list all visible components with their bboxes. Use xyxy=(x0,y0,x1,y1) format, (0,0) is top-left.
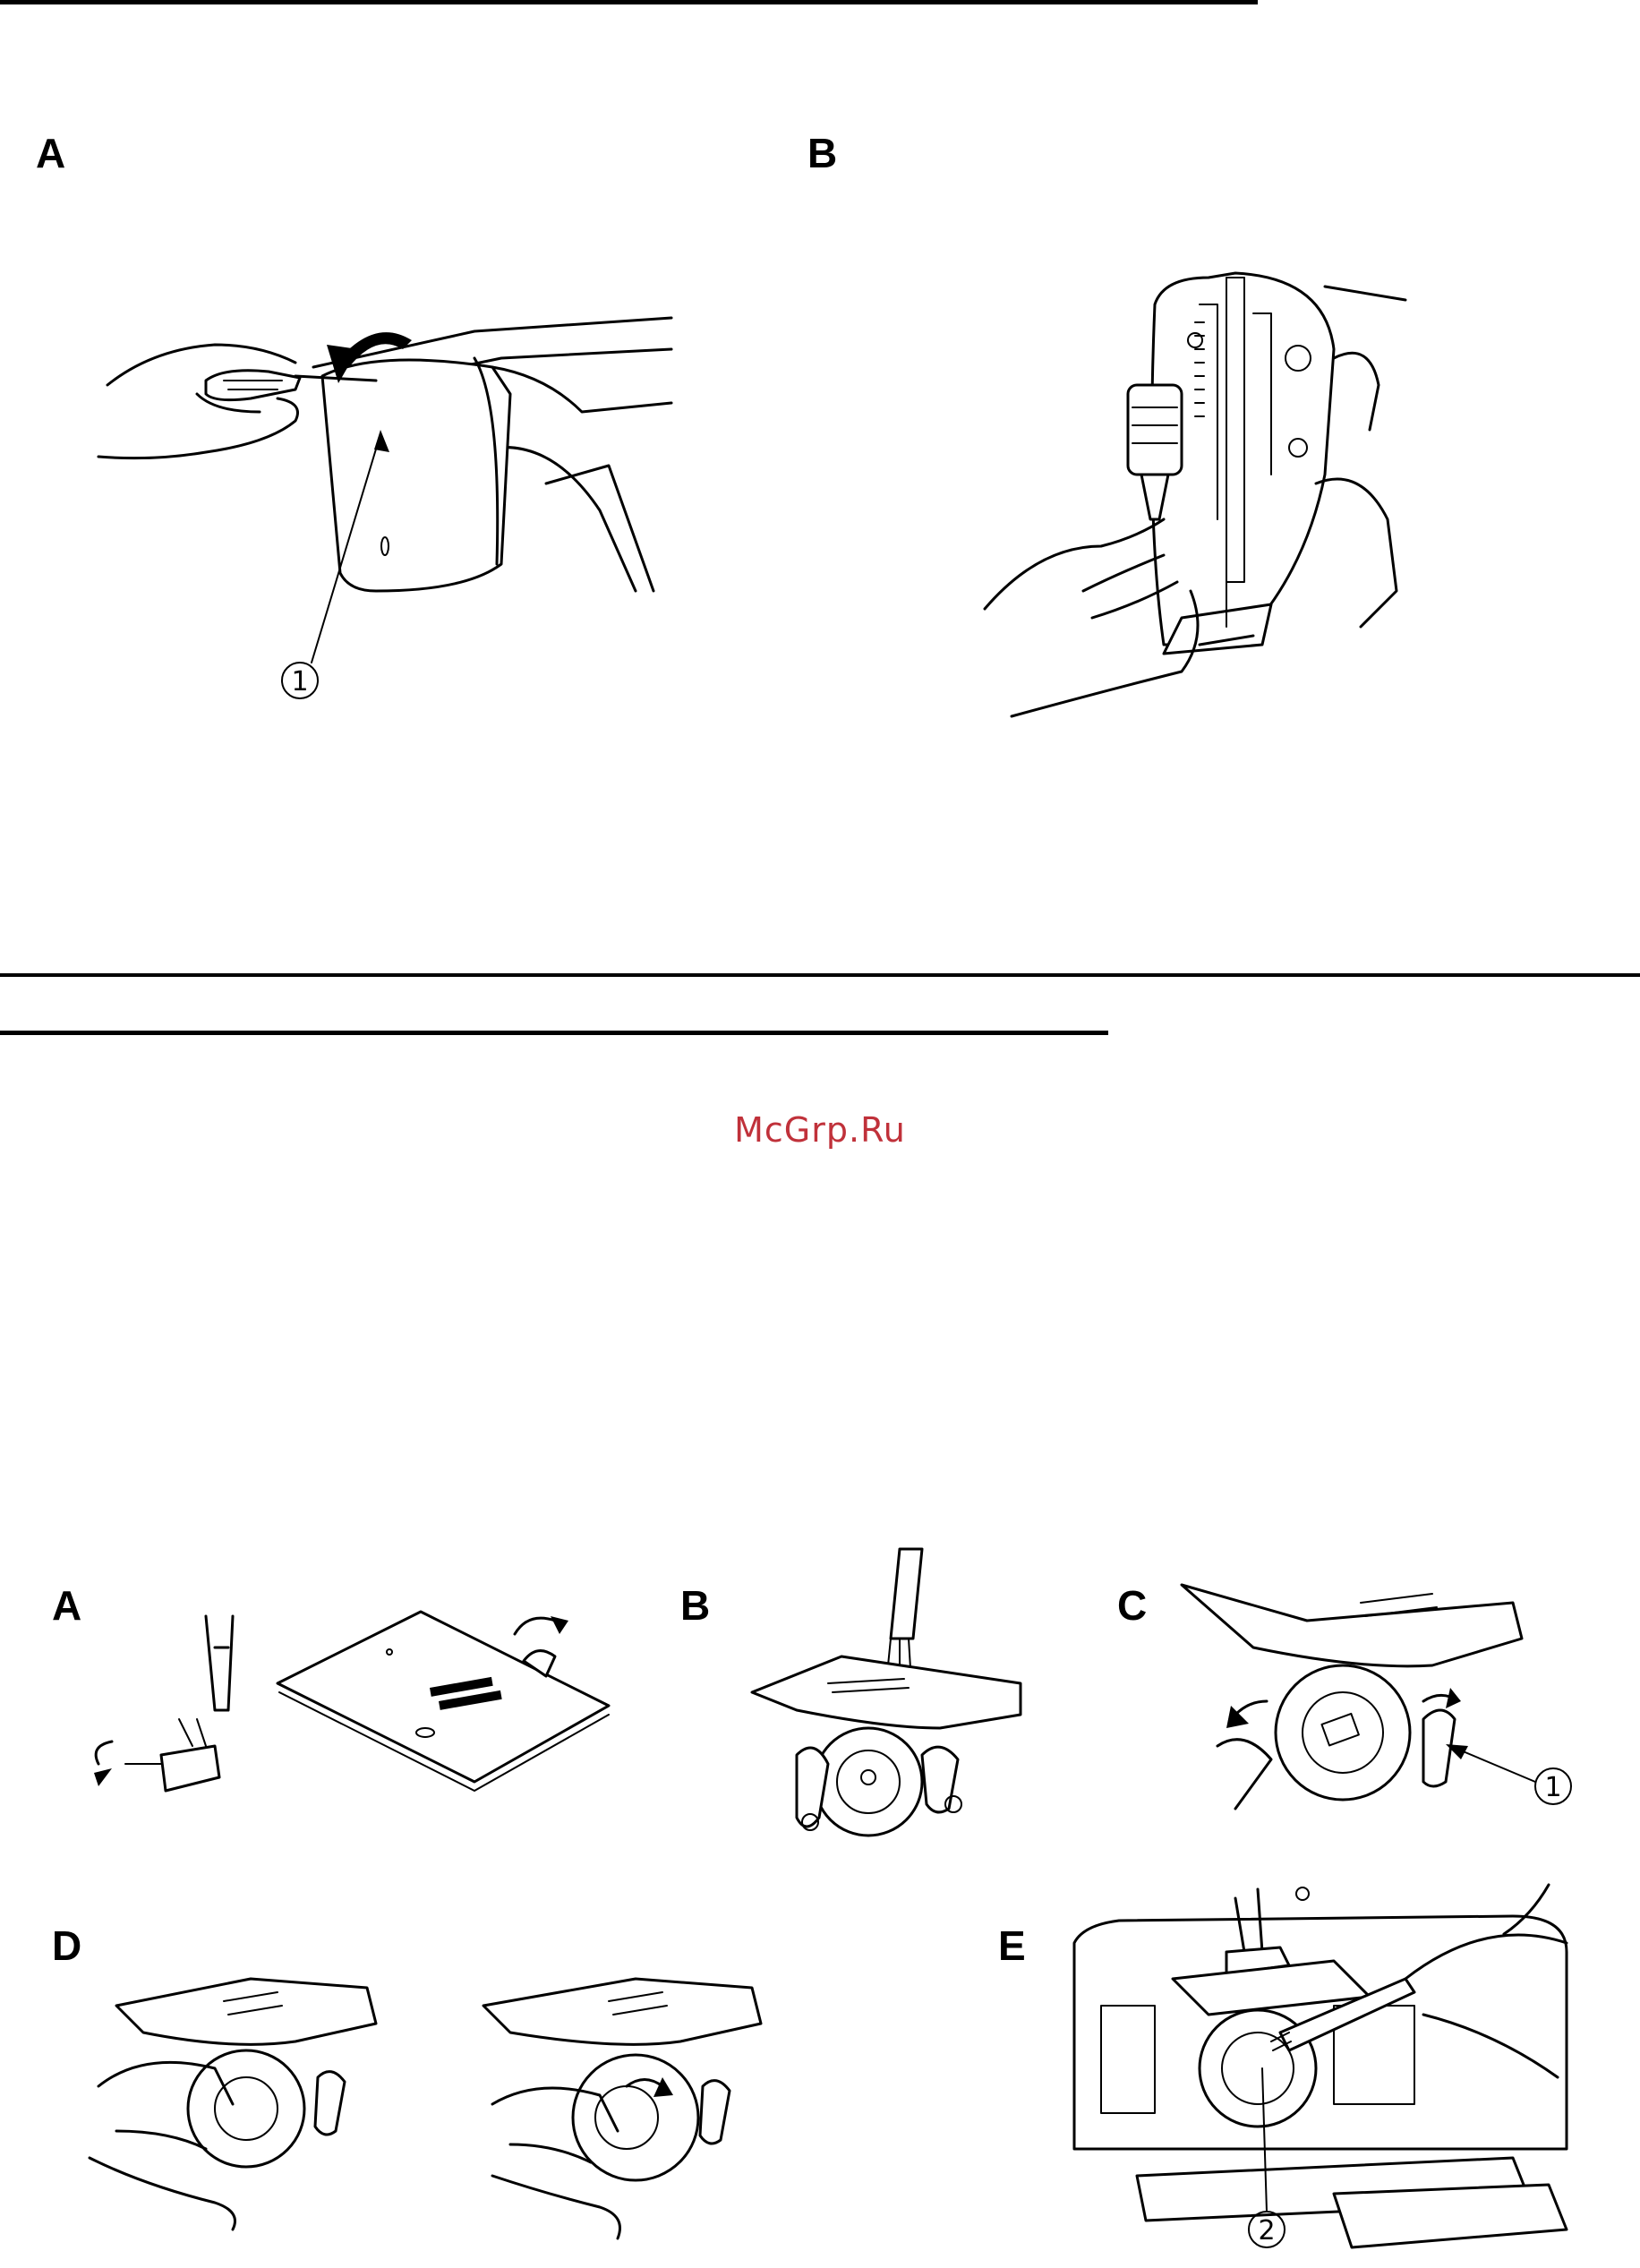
section-divider-rule xyxy=(0,973,1640,977)
oiling-mechanism-illustration xyxy=(985,251,1414,770)
rotate-arrow-icon xyxy=(94,1742,112,1786)
face-plate-removal-illustration: 1 xyxy=(81,295,689,716)
needle-plate-removal-illustration xyxy=(72,1612,627,1827)
svg-text:1: 1 xyxy=(291,666,308,698)
figure-b-letter: B xyxy=(807,133,837,174)
needle-plate-icon xyxy=(278,1612,609,1791)
section-subheading-rule xyxy=(0,1031,1108,1035)
rotate-arrow-icon xyxy=(515,1616,568,1634)
bobbin-case-icon xyxy=(815,1728,922,1836)
hook-race-cleaning-illustration: 2 xyxy=(1065,1880,1620,2256)
watermark-text: McGrp.Ru xyxy=(0,1110,1640,1150)
bobbin-case-icon xyxy=(1276,1665,1410,1800)
bottom-figure-d-letter: D xyxy=(52,1925,81,1966)
callout-1: 1 xyxy=(1446,1744,1571,1804)
brush-cleaning-illustration xyxy=(743,1549,1038,1844)
svg-text:2: 2 xyxy=(1258,2215,1275,2247)
bottom-figure-b-letter: B xyxy=(680,1585,710,1626)
hook-retainer-illustration: 1 xyxy=(1182,1567,1602,1836)
figure-a-letter: A xyxy=(36,133,65,174)
bottom-figure-c-letter: C xyxy=(1117,1585,1147,1626)
hand-icon xyxy=(98,345,298,458)
top-rule xyxy=(0,0,1258,4)
svg-text:1: 1 xyxy=(1544,1772,1561,1803)
hook-removal-illustration xyxy=(90,1952,788,2256)
bottom-figure-e-letter: E xyxy=(998,1925,1026,1966)
